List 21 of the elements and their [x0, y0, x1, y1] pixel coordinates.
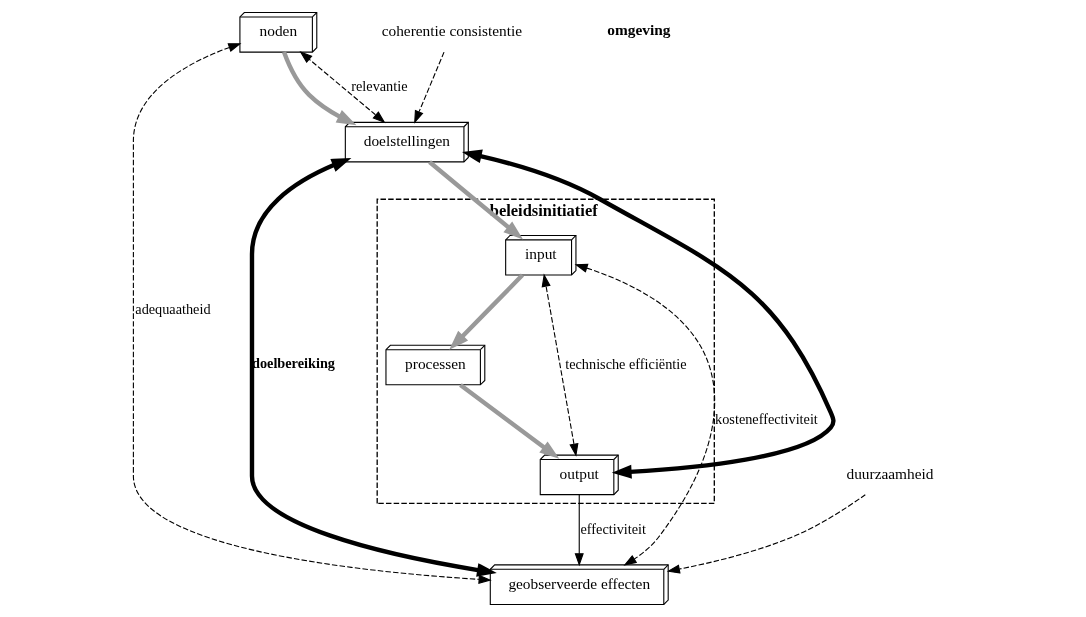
arrow	[281, 51, 357, 126]
edge-label: relevantie	[351, 77, 408, 94]
arrow	[666, 494, 866, 574]
arrow	[414, 51, 445, 124]
arrow	[132, 43, 492, 584]
edge-label: technische efficiëntie	[565, 355, 687, 372]
label: omgeving	[607, 21, 671, 39]
arrow	[574, 494, 584, 567]
arrow	[541, 273, 579, 457]
arrow	[299, 51, 386, 124]
arrow	[574, 263, 716, 566]
arrow	[428, 160, 524, 240]
node-text: coherentie consistentie	[381, 22, 523, 40]
arrow	[461, 149, 836, 479]
edge-label: adequaatheid	[135, 300, 211, 317]
edge-label: kosteneffectiviteit	[715, 410, 818, 427]
edge-label: effectiviteit	[580, 520, 647, 537]
edge-label: doelbereiking	[251, 354, 335, 371]
node-text: duurzaamheid	[846, 464, 934, 482]
arrow	[459, 383, 560, 459]
arrow	[249, 158, 497, 577]
